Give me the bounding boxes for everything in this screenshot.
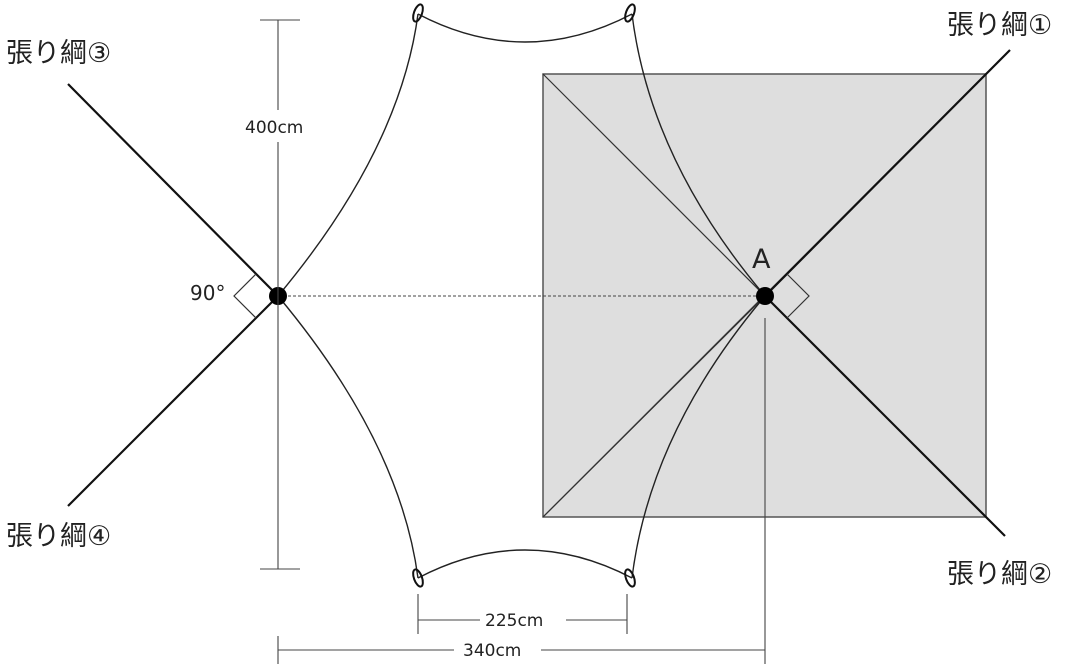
loop-top-right bbox=[624, 3, 636, 23]
dimension-lines bbox=[260, 19, 766, 664]
tarp-outline bbox=[277, 13, 766, 579]
inner-width-dimension-label: 225cm bbox=[485, 611, 543, 631]
height-dimension-label: 400cm bbox=[245, 118, 303, 138]
rope-4-label: 張り綱④ bbox=[6, 521, 111, 552]
angle-label: 90° bbox=[190, 281, 225, 305]
rope-3-label: 張り綱③ bbox=[6, 38, 111, 69]
point-a-dot bbox=[756, 287, 774, 305]
guy-rope-3 bbox=[67, 83, 279, 297]
loop-bottom-right bbox=[624, 568, 636, 588]
right-angle-markers bbox=[233, 273, 810, 319]
rope-2-label: 張り綱② bbox=[947, 559, 1052, 590]
outer-width-dimension-label: 340cm bbox=[463, 641, 521, 661]
guy-rope-2 bbox=[764, 295, 1006, 537]
point-a-label: A bbox=[752, 244, 771, 275]
rope-1-label: 張り綱① bbox=[947, 10, 1052, 41]
loop-bottom-left bbox=[412, 568, 424, 588]
guy-rope-1 bbox=[764, 49, 1011, 297]
guy-rope-4 bbox=[67, 295, 279, 507]
guy-ropes bbox=[67, 49, 1011, 537]
loop-top-left bbox=[412, 3, 424, 23]
corner-loops bbox=[412, 3, 636, 588]
